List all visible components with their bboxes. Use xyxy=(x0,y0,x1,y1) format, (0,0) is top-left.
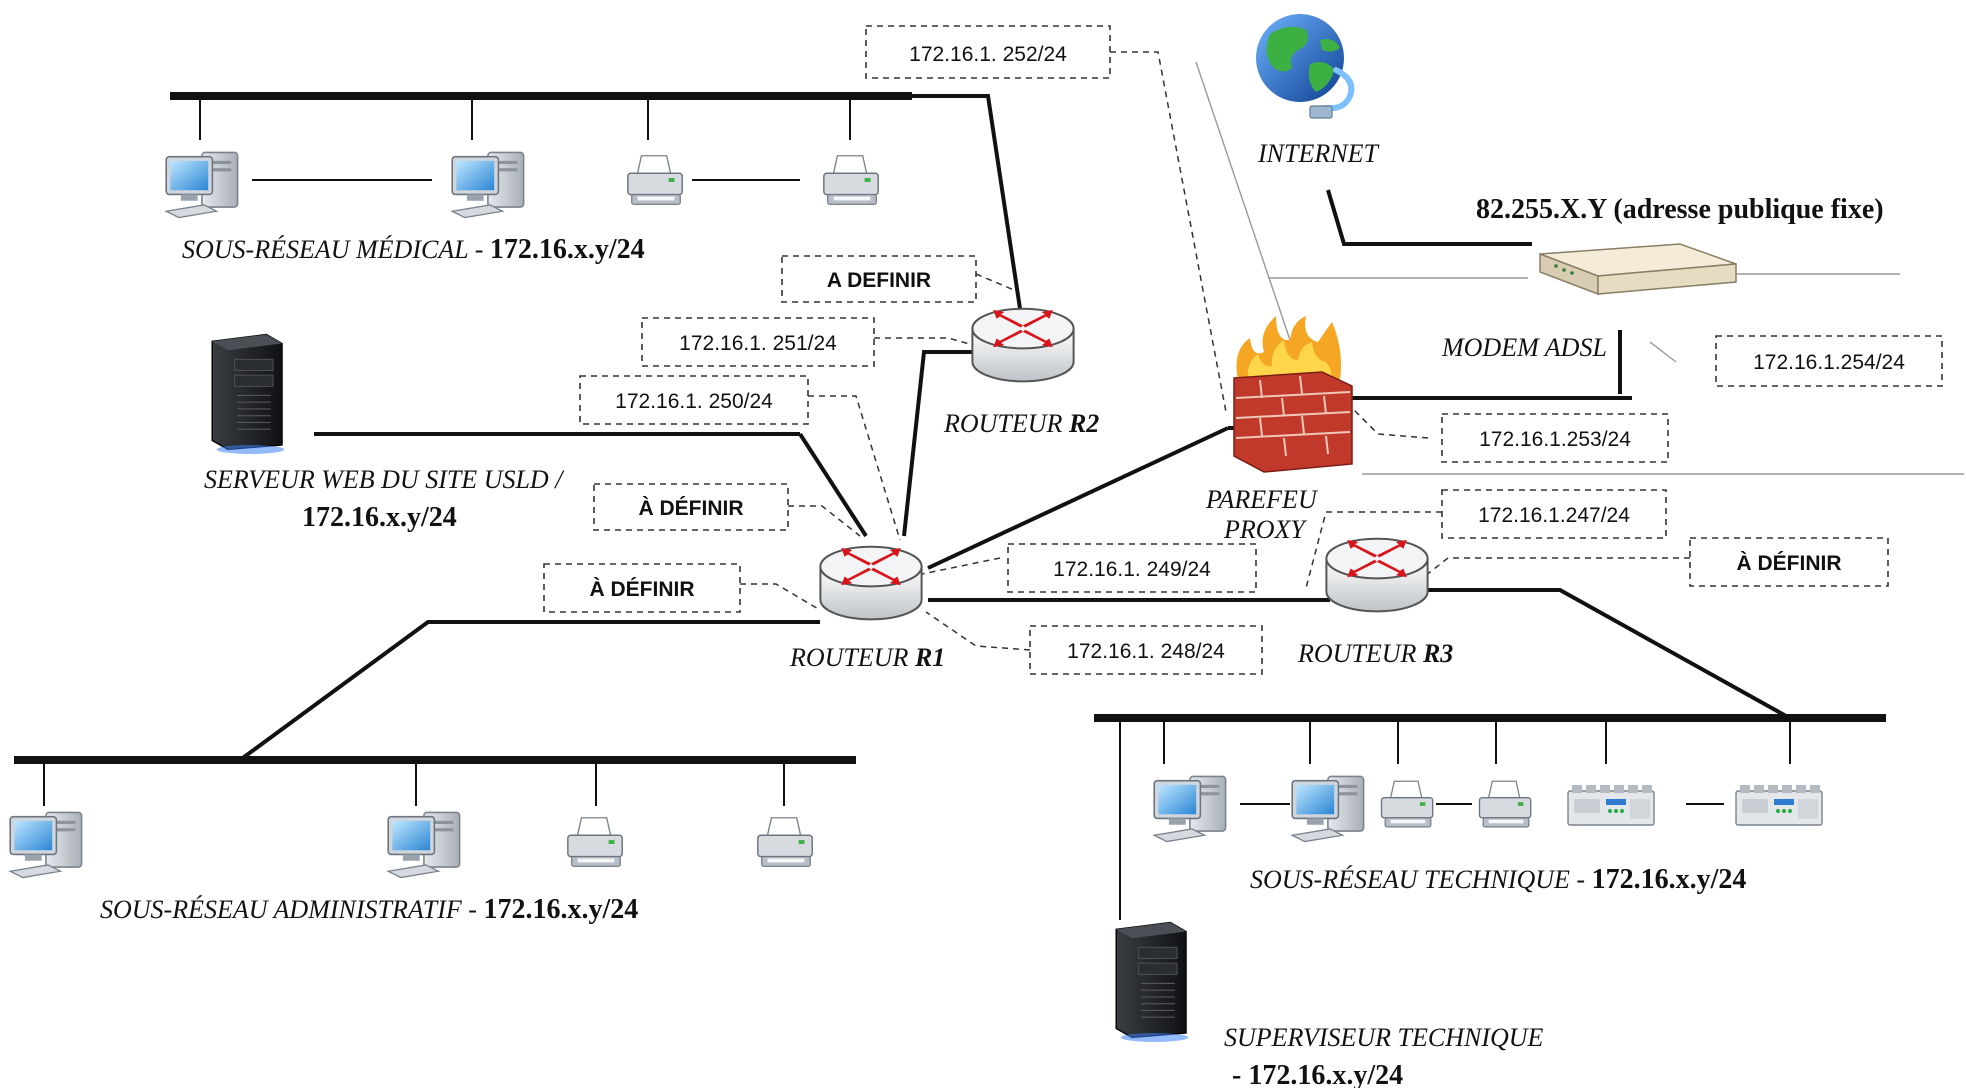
router-r3-icon xyxy=(1325,537,1429,613)
addr-box-modem: 172.16.1.254/24 xyxy=(1715,335,1943,387)
medical-printer-1 xyxy=(627,154,684,206)
medical-drops xyxy=(199,96,851,181)
addr-box-r1-define-top: À DÉFINIR xyxy=(593,483,789,531)
svg-text:A DEFINIR: A DEFINIR xyxy=(827,269,931,292)
addr-box-r1-define-left: À DÉFINIR xyxy=(543,563,741,613)
addr-box-r1-right: 172.16.1. 249/24 xyxy=(1007,543,1257,593)
router-r2-label: ROUTEUR R2 xyxy=(943,409,1099,438)
svg-text:172.16.1. 251/24: 172.16.1. 251/24 xyxy=(679,332,837,355)
addr-box-firewall: 172.16.1.253/24 xyxy=(1441,413,1669,463)
firewall-icon xyxy=(1233,316,1353,473)
dashed-leaders xyxy=(740,51,1690,651)
admin-pc-1 xyxy=(9,811,83,879)
admin-drops xyxy=(43,760,785,806)
medical-printer-2 xyxy=(823,154,880,206)
technique-printer-1 xyxy=(1380,780,1434,828)
supervisor-label: SUPERVISEUR TECHNIQUE xyxy=(1224,1023,1544,1052)
svg-text:172.16.1.247/24: 172.16.1.247/24 xyxy=(1478,504,1630,527)
internet-globe-icon xyxy=(1256,14,1355,119)
svg-text:À DÉFINIR: À DÉFINIR xyxy=(590,578,695,601)
svg-text:172.16.1.254/24: 172.16.1.254/24 xyxy=(1753,351,1905,374)
internet-label: INTERNET xyxy=(1257,139,1379,168)
technique-printer-2 xyxy=(1478,780,1532,828)
addr-box-r3-define: À DÉFINIR xyxy=(1689,537,1889,587)
svg-text:172.16.1. 248/24: 172.16.1. 248/24 xyxy=(1067,640,1225,663)
technique-pc-1 xyxy=(1153,775,1227,843)
svg-text:172.16.1.253/24: 172.16.1.253/24 xyxy=(1479,428,1631,451)
admin-network-label: SOUS-RÉSEAU ADMINISTRATIF - 172.16.x.y/2… xyxy=(100,894,638,925)
svg-text:172.16.1. 252/24: 172.16.1. 252/24 xyxy=(909,43,1067,66)
router-r1-icon xyxy=(819,545,923,621)
technique-network-label: SOUS-RÉSEAU TECHNIQUE - 172.16.x.y/24 xyxy=(1250,864,1746,895)
medical-network-label: SOUS-RÉSEAU MÉDICAL - 172.16.x.y/24 xyxy=(182,234,645,265)
router-r3-label: ROUTEUR R3 xyxy=(1297,639,1453,668)
addr-box-r1-bottom: 172.16.1. 248/24 xyxy=(1029,625,1263,675)
supervisor-server-icon xyxy=(1115,921,1190,1042)
web-server-icon xyxy=(211,333,286,454)
admin-printer-1 xyxy=(567,816,624,868)
svg-text:À DÉFINIR: À DÉFINIR xyxy=(1737,552,1842,575)
technique-plc-2 xyxy=(1735,784,1823,826)
admin-printer-2 xyxy=(757,816,814,868)
technique-plc-1 xyxy=(1567,784,1655,826)
medical-pc-1 xyxy=(165,151,239,219)
firewall-label-2: PROXY xyxy=(1223,515,1307,544)
svg-text:172.16.1. 250/24: 172.16.1. 250/24 xyxy=(615,390,773,413)
supervisor-address: - 172.16.x.y/24 xyxy=(1232,1060,1403,1088)
modem-label: MODEM ADSL xyxy=(1441,333,1607,362)
addr-box-r3-top: 172.16.1.247/24 xyxy=(1441,489,1667,539)
adsl-modem-icon xyxy=(1539,243,1737,296)
admin-pc-2 xyxy=(387,811,461,879)
public-address-label: 82.255.X.Y (adresse publique fixe) xyxy=(1476,194,1884,225)
links xyxy=(238,94,1787,762)
addr-box-r1-top: 172.16.1. 250/24 xyxy=(579,375,809,425)
addr-box-r2-left: 172.16.1. 251/24 xyxy=(641,317,875,367)
technique-drops xyxy=(1119,718,1791,920)
svg-text:À DÉFINIR: À DÉFINIR xyxy=(639,497,744,520)
router-r2-icon xyxy=(971,307,1075,383)
medical-pc-2 xyxy=(451,151,525,219)
technique-pc-2 xyxy=(1291,775,1365,843)
web-server-label: SERVEUR WEB DU SITE USLD / xyxy=(204,465,565,494)
firewall-label-1: PAREFEU xyxy=(1205,485,1319,514)
grey-lines xyxy=(1195,61,1964,475)
svg-text:172.16.1. 249/24: 172.16.1. 249/24 xyxy=(1053,558,1211,581)
addr-box-r2-top: 172.16.1. 252/24 xyxy=(865,25,1111,79)
router-r1-label: ROUTEUR R1 xyxy=(789,643,945,672)
web-server-address: 172.16.x.y/24 xyxy=(302,502,457,533)
addr-box-r2-define: A DEFINIR xyxy=(781,255,977,303)
